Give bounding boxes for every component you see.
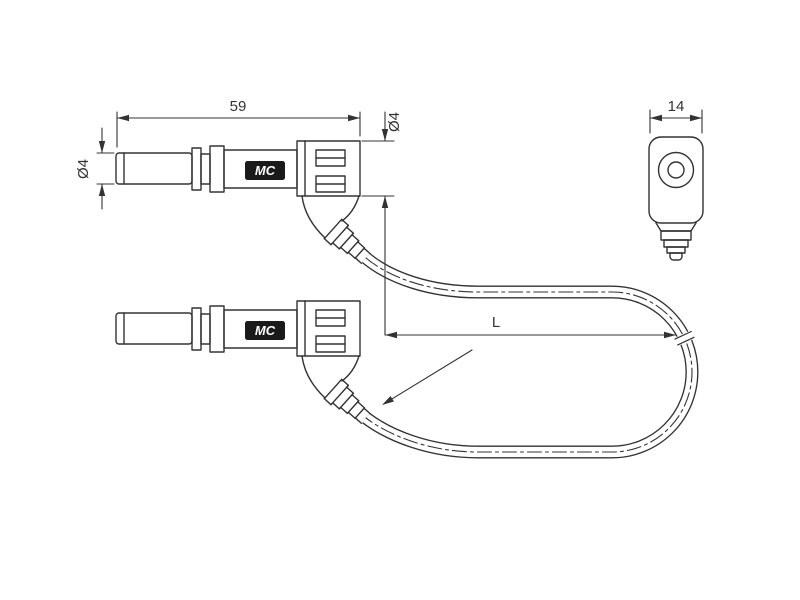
cable [361, 252, 699, 459]
end-view-socket-inner [667, 161, 685, 179]
dim-label-pin-diameter: Ø4 [75, 159, 92, 179]
brand-logo-text: MC [255, 163, 276, 178]
dim-label-59: 59 [230, 98, 247, 115]
dimension-pin-diameter [96, 127, 115, 210]
end-view-body [648, 136, 704, 224]
lower-plug [115, 300, 376, 429]
dim-label-body-diameter: Ø4 [386, 112, 403, 132]
dimension-body-diameter [361, 111, 395, 336]
cable-fill [362, 253, 698, 458]
plug-head [296, 140, 361, 197]
dimension-14 [649, 109, 703, 134]
strain-relief-boot [323, 218, 371, 264]
end-view-socket-outer [657, 151, 695, 189]
plug-pin [115, 152, 193, 185]
cable-break [673, 329, 696, 347]
dimension-cable-length [382, 331, 677, 405]
brand-badge [245, 161, 285, 180]
upper-plug: MC [115, 140, 371, 264]
dimension-59 [116, 111, 361, 148]
dim-label-14: 14 [668, 98, 685, 115]
dim-label-cable-length: L [492, 314, 500, 331]
plug-collar [191, 147, 202, 191]
end-view [648, 136, 704, 261]
cable-centerline [365, 257, 693, 453]
